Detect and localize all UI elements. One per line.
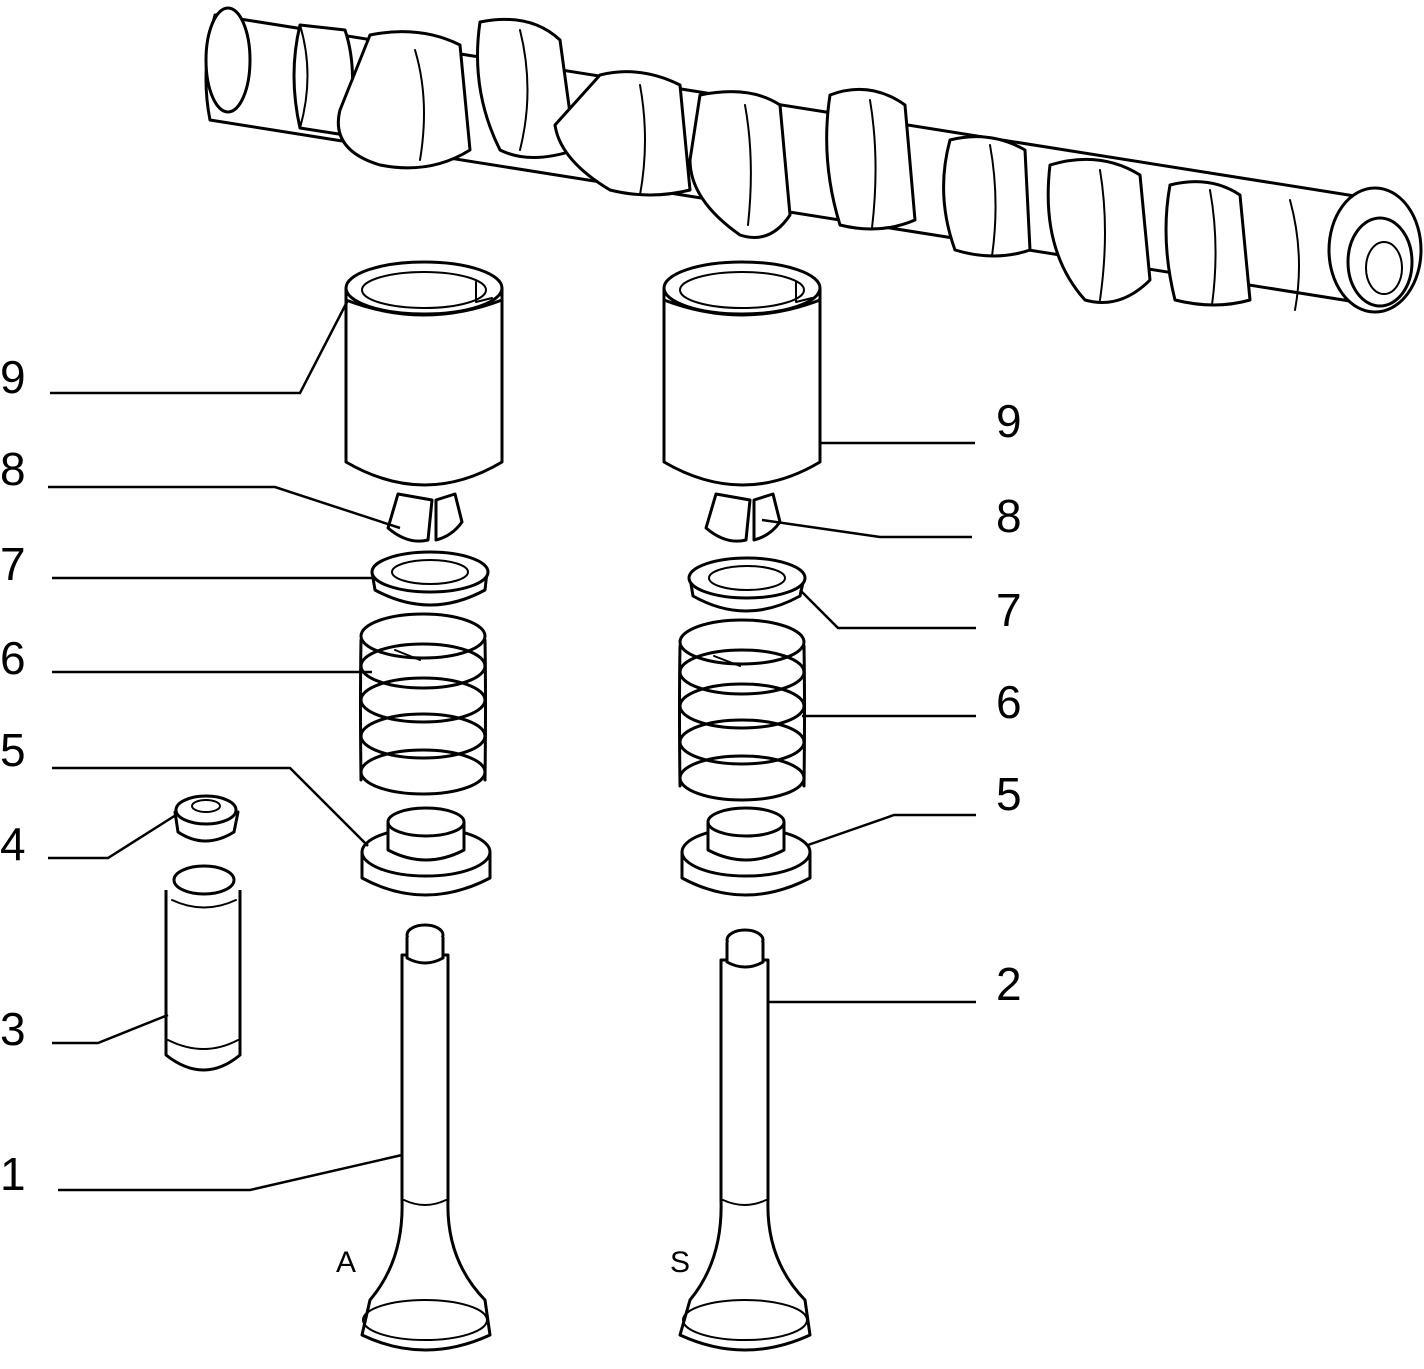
valve-label-exhaust: S [670,1246,690,1279]
callout-7-left: 7 [0,538,26,590]
spring-retainer-right [687,556,807,613]
tappet-right [662,260,822,487]
callout-7-right: 7 [996,584,1022,636]
callouts-right: 9 8 7 6 5 2 [996,395,1022,1010]
callout-8-left: 8 [0,443,26,495]
spring-retainer-left [370,550,490,607]
callout-5-left: 5 [0,724,26,776]
valve-spring-right [678,618,806,802]
callout-3-left: 3 [0,1003,26,1055]
callout-5-right: 5 [996,768,1022,820]
intake-valve-stack [344,260,504,1352]
callout-1-left: 1 [0,1148,26,1200]
spring-seat-left [360,806,492,897]
valve-cotters-right [704,492,782,543]
exhaust-valve-stack [662,260,822,1352]
spring-seat-right [680,806,812,897]
valve-label-intake: A [336,1246,356,1279]
tappet-left [344,260,504,487]
valve-guide [164,864,242,1072]
callout-9-left: 9 [0,351,26,403]
callout-6-left: 6 [0,632,26,684]
leader-lines [48,299,976,1192]
valve-cotters-left [386,492,464,543]
valve-spring-left [359,612,487,796]
exhaust-valve [678,928,812,1352]
callouts-left: 9 8 7 6 5 4 3 1 [0,351,26,1200]
intake-valve [360,923,492,1352]
callout-4-left: 4 [0,818,26,870]
callout-8-right: 8 [996,490,1022,542]
callout-2-right: 2 [996,958,1022,1010]
valve-stem-seal [173,794,240,843]
callout-9-right: 9 [996,395,1022,447]
callout-6-right: 6 [996,676,1022,728]
camshaft [204,6,1423,314]
